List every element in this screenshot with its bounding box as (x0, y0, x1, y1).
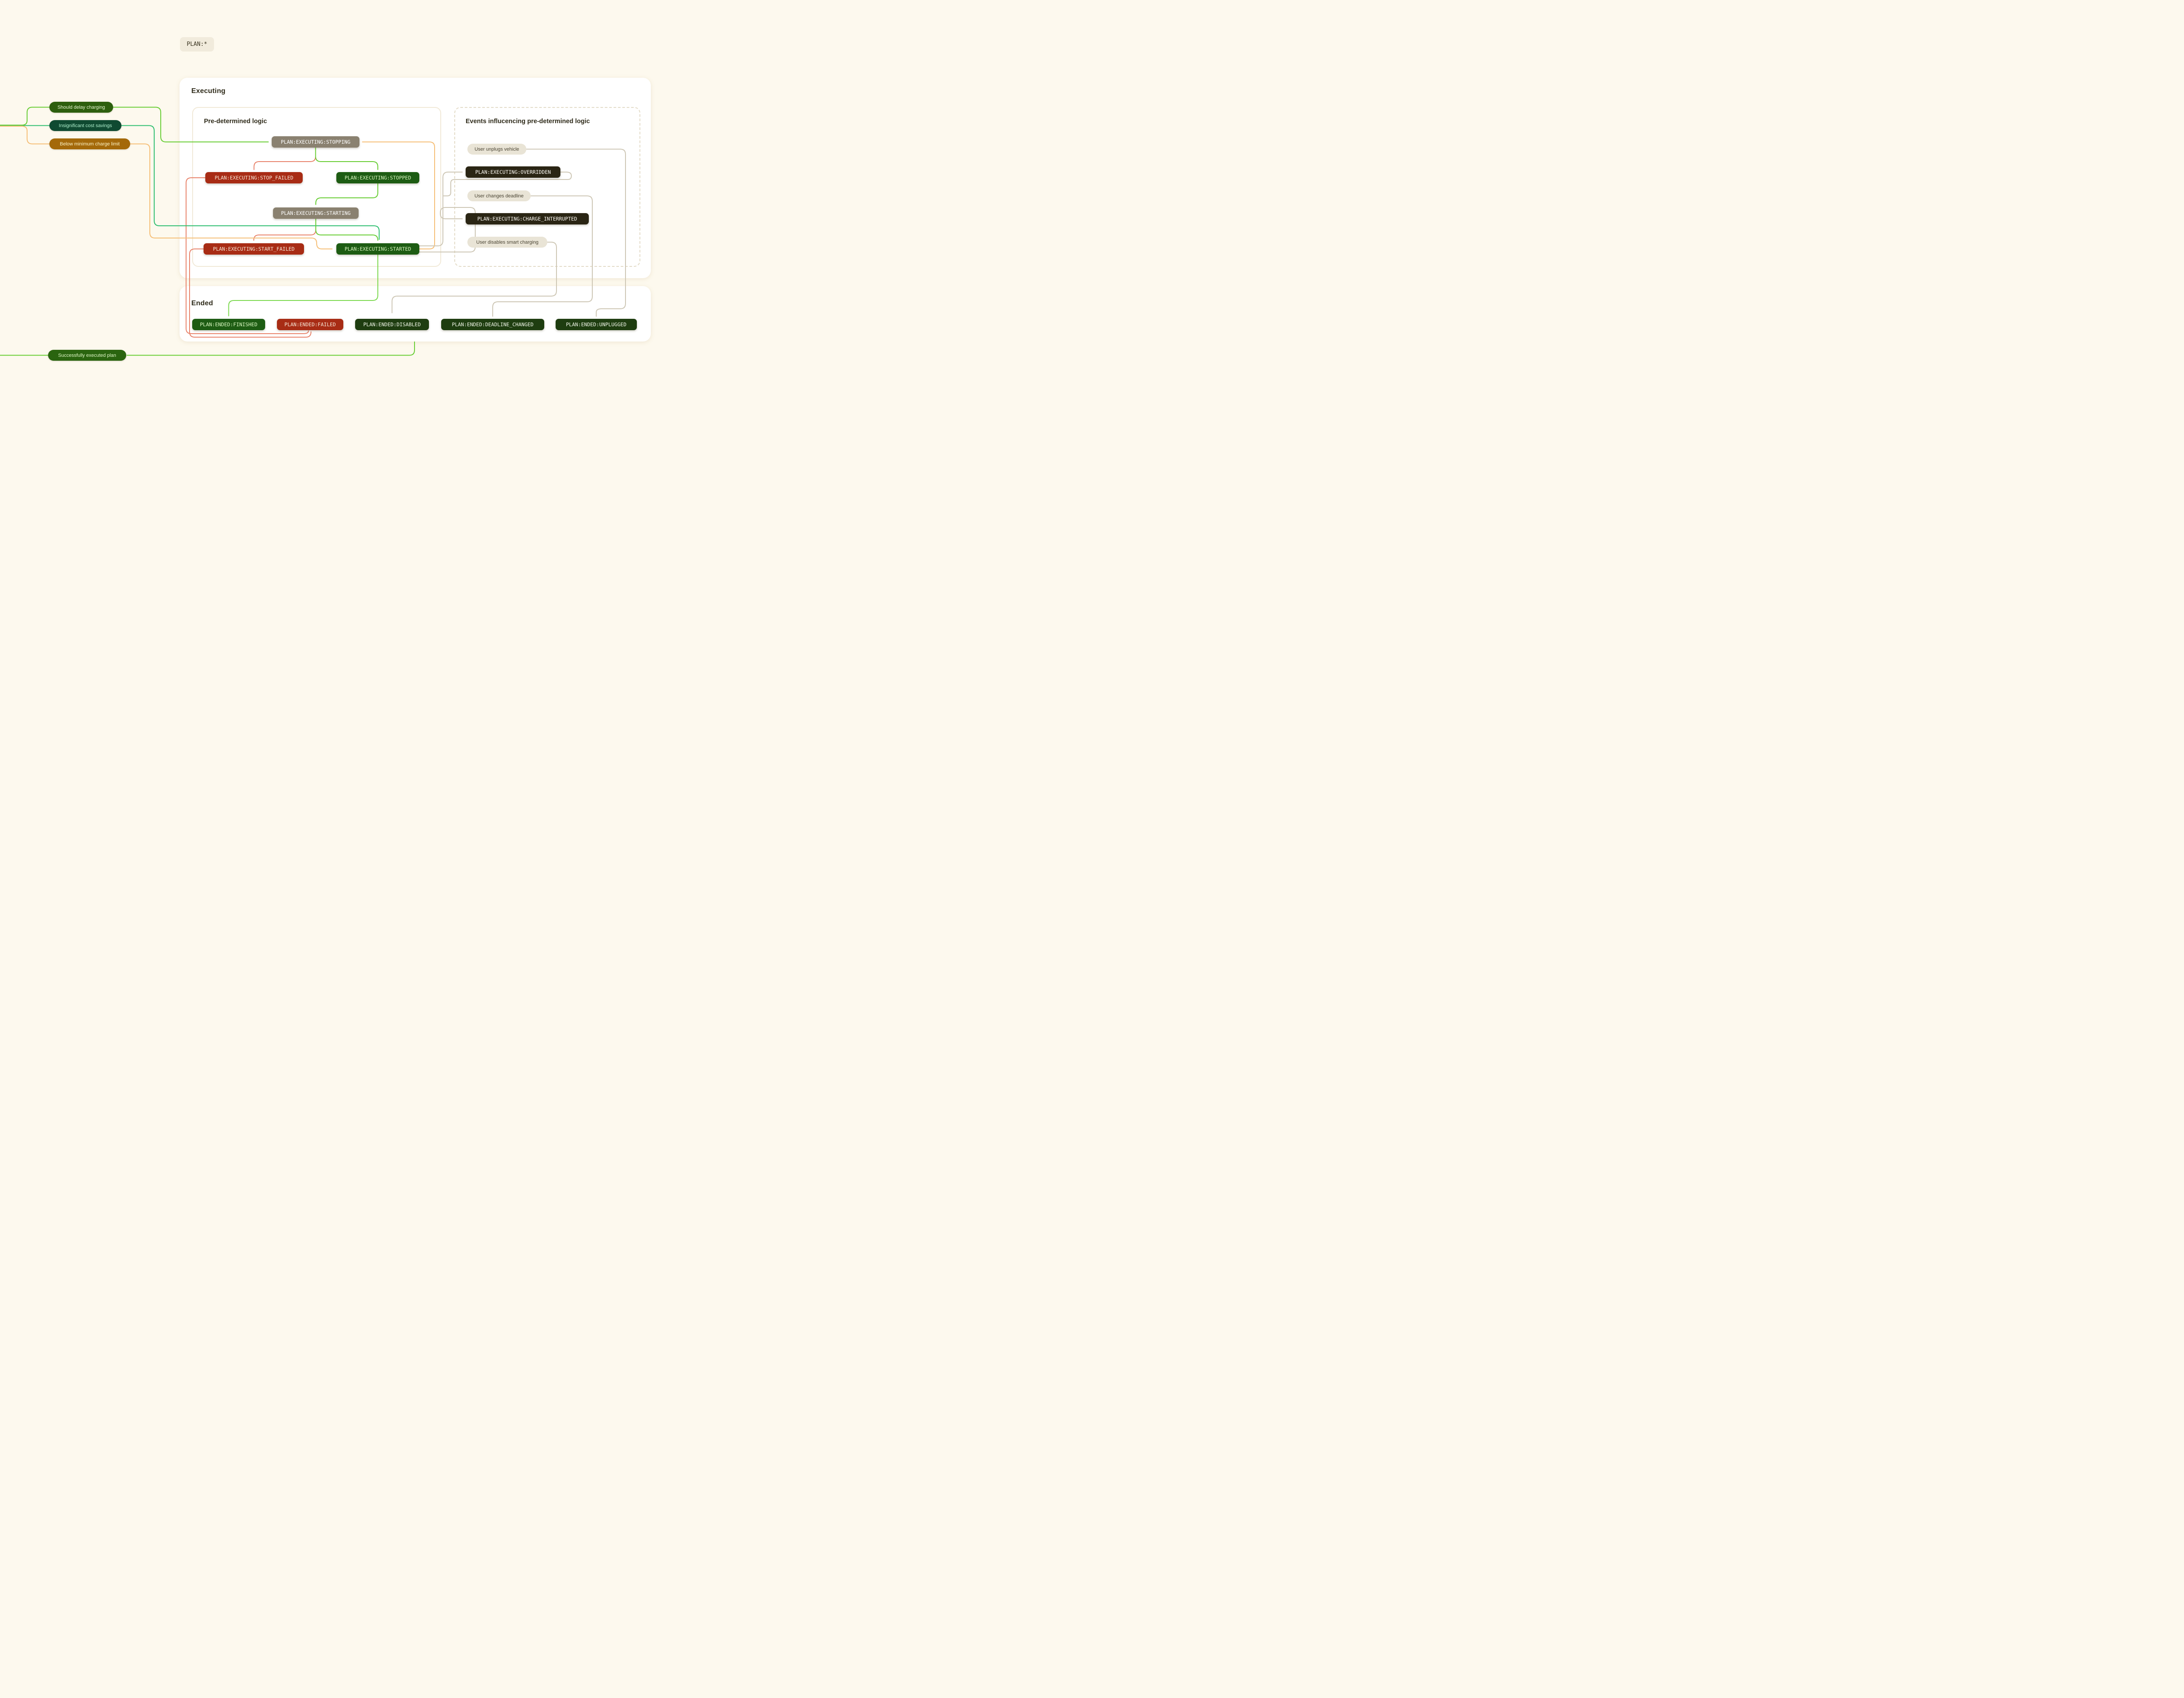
edge-stopping-stop-failed (254, 148, 316, 169)
state-executing-charge-interrupted: PLAN:EXECUTING:CHARGE_INTERRUPTED (466, 213, 589, 224)
condition-label: Insignificant cost savings (59, 123, 112, 128)
event-user-disables-smart-charging: User disables smart charging (467, 237, 547, 248)
edge-should-delay-stopping (113, 107, 268, 142)
state-ended-failed: PLAN:ENDED:FAILED (277, 319, 343, 330)
edge-leftedge-below-min (0, 126, 49, 145)
edge-started-finished (229, 255, 378, 316)
condition-should-delay-charging: Should delay charging (49, 102, 113, 113)
edge-starting-start-failed (254, 220, 316, 240)
event-user-unplugs-vehicle: User unplugs vehicle (467, 144, 526, 155)
ended-title: Ended (191, 300, 213, 307)
state-executing-overridden: PLAN:EXECUTING:OVERRIDDEN (466, 166, 560, 178)
condition-below-minimum-charge-limit: Below minimum charge limit (49, 138, 130, 149)
state-label: PLAN:EXECUTING:START_FAILED (213, 246, 295, 252)
edge-stop-failed-failed (186, 177, 308, 334)
edge-starting-started (315, 219, 378, 240)
edge-ended-success (127, 342, 415, 356)
edge-started-overridden (419, 172, 462, 246)
state-label: PLAN:EXECUTING:STOP_FAILED (214, 175, 294, 181)
edge-overridden-predetermined (444, 172, 572, 196)
state-executing-start-failed: PLAN:EXECUTING:START_FAILED (204, 243, 304, 255)
state-label: PLAN:ENDED:FAILED (284, 321, 336, 328)
edge-stopping-stopped (315, 148, 378, 169)
edge-below-min-started (130, 143, 332, 249)
edge-stopped-starting (316, 183, 378, 204)
events-box (454, 107, 640, 267)
edge-started-charge-interrupted (419, 207, 476, 252)
state-machine-diagram: PLAN:* Executing Pre-determined logic Ev… (0, 0, 685, 397)
state-executing-started: PLAN:EXECUTING:STARTED (336, 243, 419, 255)
state-ended-disabled: PLAN:ENDED:DISABLED (355, 319, 429, 330)
pre-determined-logic-box (192, 107, 441, 267)
event-user-changes-deadline: User changes deadline (467, 190, 531, 201)
condition-successfully-executed-plan: Successfully executed plan (48, 350, 126, 361)
state-label: PLAN:ENDED:FINISHED (200, 321, 258, 328)
state-ended-unplugged: PLAN:ENDED:UNPLUGGED (556, 319, 637, 330)
condition-label: Below minimum charge limit (60, 141, 120, 147)
state-label: PLAN:EXECUTING:OVERRIDDEN (475, 169, 551, 175)
edge-leftedge-should-delay (0, 107, 49, 126)
plan-root-label: PLAN:* (187, 41, 207, 48)
state-label: PLAN:EXECUTING:STARTING (281, 210, 351, 216)
edge-disables-disabled (392, 242, 557, 313)
state-executing-stopped: PLAN:EXECUTING:STOPPED (336, 172, 419, 183)
event-label: User changes deadline (474, 193, 524, 199)
diagram-connectors (0, 107, 626, 356)
edge-unplugs-unplugged (526, 148, 626, 317)
pre-determined-logic-title: Pre-determined logic (204, 118, 267, 125)
edge-start-failed-failed (189, 248, 311, 338)
state-label: PLAN:ENDED:UNPLUGGED (566, 321, 627, 328)
state-label: PLAN:EXECUTING:CHARGE_INTERRUPTED (477, 216, 577, 222)
condition-label: Should delay charging (57, 104, 105, 110)
state-ended-deadline-changed: PLAN:ENDED:DEADLINE_CHANGED (441, 319, 544, 330)
state-label: PLAN:ENDED:DISABLED (363, 321, 421, 328)
state-ended-finished: PLAN:ENDED:FINISHED (192, 319, 265, 330)
edge-insignificant-started (121, 125, 380, 240)
state-label: PLAN:EXECUTING:STOPPED (344, 175, 411, 181)
event-label: User unplugs vehicle (474, 146, 519, 152)
edge-changes-deadline-changed (493, 195, 593, 317)
plan-root-chip: PLAN:* (180, 37, 214, 52)
edge-started-stopping (363, 142, 435, 249)
state-label: PLAN:EXECUTING:STARTED (344, 246, 411, 252)
state-executing-stop-failed: PLAN:EXECUTING:STOP_FAILED (205, 172, 303, 183)
executing-title: Executing (191, 87, 226, 95)
state-label: PLAN:EXECUTING:STOPPING (280, 139, 351, 145)
state-executing-starting: PLAN:EXECUTING:STARTING (273, 207, 359, 219)
condition-label: Successfully executed plan (58, 352, 116, 358)
condition-insignificant-cost-savings: Insignificant cost savings (49, 120, 121, 131)
state-label: PLAN:ENDED:DEADLINE_CHANGED (452, 321, 534, 328)
ended-panel (180, 286, 651, 342)
diagram-foreground: PLAN:* Executing Pre-determined logic Ev… (0, 0, 685, 397)
state-executing-stopping: PLAN:EXECUTING:STOPPING (272, 136, 359, 148)
events-box-title: Events influcencing pre-determined logic (466, 118, 590, 125)
event-label: User disables smart charging (476, 239, 539, 245)
